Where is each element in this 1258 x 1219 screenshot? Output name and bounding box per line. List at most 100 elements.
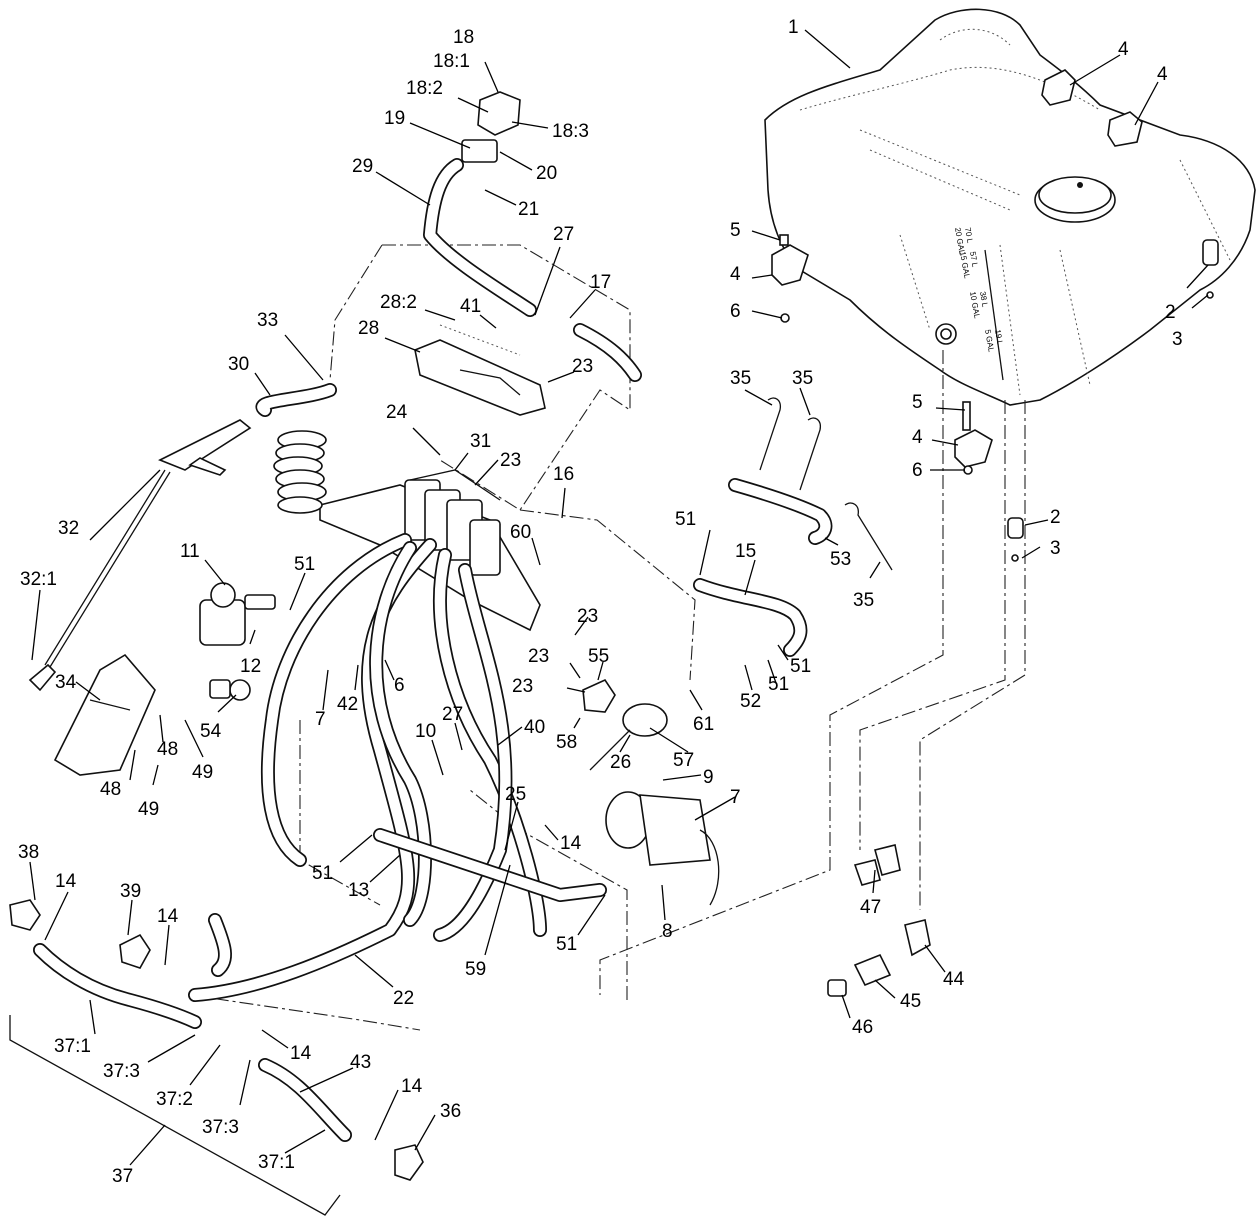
bracket-right bbox=[954, 401, 993, 475]
callout-8: 8 bbox=[662, 921, 673, 942]
callout-7: 7 bbox=[315, 709, 326, 730]
tank-mark-38l: 38 L bbox=[978, 291, 990, 308]
callout-18: 18 bbox=[453, 27, 474, 48]
callout-41: 41 bbox=[460, 296, 481, 317]
spray-tank: 20 GAL 70 L 15 GAL 57 L 10 GAL 38 L 5 GA… bbox=[764, 8, 1256, 406]
callout-3: 3 bbox=[1050, 538, 1061, 559]
accumulator-26 bbox=[589, 703, 668, 771]
callout-17: 17 bbox=[590, 272, 611, 293]
callout-42: 42 bbox=[337, 694, 358, 715]
elbow-44 bbox=[904, 919, 931, 957]
callout-labels: 1 4 4 18 18:1 18:2 18:3 19 20 21 29 5 4 … bbox=[18, 17, 1183, 1187]
callout-60: 60 bbox=[510, 522, 531, 543]
callout-10: 10 bbox=[415, 721, 436, 742]
callout-2: 2 bbox=[1050, 507, 1061, 528]
callout-4: 4 bbox=[1118, 39, 1129, 60]
callout-29: 29 bbox=[352, 156, 373, 177]
nozzle-38 bbox=[9, 899, 41, 931]
callout-32-1: 32:1 bbox=[20, 569, 57, 590]
callout-34: 34 bbox=[55, 672, 77, 693]
callout-18-3: 18:3 bbox=[552, 121, 589, 142]
callout-43: 43 bbox=[350, 1052, 371, 1073]
callout-38: 38 bbox=[18, 842, 39, 863]
callout-35: 35 bbox=[792, 368, 813, 389]
tank-bracket-top-b bbox=[1107, 111, 1143, 147]
callout-48: 48 bbox=[100, 779, 121, 800]
callout-14: 14 bbox=[290, 1043, 312, 1064]
callout-4: 4 bbox=[1157, 64, 1168, 85]
bracket-55 bbox=[582, 678, 616, 713]
callout-20: 20 bbox=[536, 163, 557, 184]
callout-23: 23 bbox=[572, 356, 593, 377]
callout-59: 59 bbox=[465, 959, 486, 980]
callout-49: 49 bbox=[192, 762, 213, 783]
callout-5: 5 bbox=[730, 220, 741, 241]
holder-34 bbox=[53, 653, 156, 776]
callout-48: 48 bbox=[157, 739, 178, 760]
fitting-45 bbox=[853, 953, 892, 987]
callout-27: 27 bbox=[442, 704, 463, 725]
callout-1: 1 bbox=[788, 17, 799, 38]
hose-routing-lines bbox=[189, 244, 1026, 1031]
tank-mark-5gal: 5 GAL bbox=[983, 329, 996, 353]
callout-4: 4 bbox=[730, 264, 741, 285]
callout-28: 28 bbox=[358, 318, 379, 339]
leader-lines bbox=[29, 29, 1209, 1166]
callout-18-1: 18:1 bbox=[433, 51, 470, 72]
tank-mark-70l: 70 L bbox=[963, 227, 975, 244]
callout-3: 3 bbox=[1172, 329, 1183, 350]
callout-37-3: 37:3 bbox=[103, 1061, 140, 1082]
callout-52: 52 bbox=[740, 691, 761, 712]
callout-27: 27 bbox=[553, 224, 574, 245]
callout-51: 51 bbox=[768, 674, 789, 695]
callout-14: 14 bbox=[55, 871, 77, 892]
callout-31: 31 bbox=[470, 431, 491, 452]
callout-55: 55 bbox=[588, 646, 609, 667]
callout-39: 39 bbox=[120, 881, 141, 902]
callout-45: 45 bbox=[900, 991, 921, 1012]
callout-58: 58 bbox=[556, 732, 577, 753]
hanger-35b bbox=[799, 417, 821, 491]
callout-28-2: 28:2 bbox=[380, 292, 417, 313]
hanger-35c bbox=[844, 502, 893, 571]
callout-37-2: 37:2 bbox=[156, 1089, 193, 1110]
callout-51: 51 bbox=[294, 554, 315, 575]
assembly-37-bracket bbox=[9, 1015, 341, 1216]
callout-23: 23 bbox=[528, 646, 549, 667]
callout-44: 44 bbox=[943, 969, 965, 990]
callout-23: 23 bbox=[512, 676, 533, 697]
callout-6: 6 bbox=[912, 460, 923, 481]
bumper-2a bbox=[1202, 239, 1219, 299]
mounting-plate-28 bbox=[414, 324, 546, 416]
coiled-hose-30 bbox=[273, 430, 327, 514]
callout-30: 30 bbox=[228, 354, 249, 375]
callout-2: 2 bbox=[1165, 302, 1176, 323]
tank-mark-19l: 19 L bbox=[993, 329, 1005, 346]
callout-23: 23 bbox=[577, 606, 598, 627]
callout-51: 51 bbox=[312, 863, 333, 884]
callout-32: 32 bbox=[58, 518, 79, 539]
nozzle-36 bbox=[394, 1144, 424, 1181]
plug-46 bbox=[827, 979, 847, 997]
callout-18-2: 18:2 bbox=[406, 78, 443, 99]
bumper-2b bbox=[1007, 517, 1024, 562]
hose-set bbox=[33, 158, 833, 1142]
callout-51: 51 bbox=[556, 934, 577, 955]
fitting-54 bbox=[209, 679, 251, 701]
callout-9: 9 bbox=[703, 767, 714, 788]
callout-7: 7 bbox=[730, 787, 741, 808]
elbow-47 bbox=[853, 844, 901, 886]
callout-49: 49 bbox=[138, 799, 159, 820]
callout-5: 5 bbox=[912, 392, 923, 413]
callout-14: 14 bbox=[401, 1076, 423, 1097]
valve-18 bbox=[461, 91, 521, 163]
spray-gun-32 bbox=[28, 419, 252, 692]
valve-11 bbox=[199, 582, 276, 646]
callout-51: 51 bbox=[675, 509, 696, 530]
callout-61: 61 bbox=[693, 714, 714, 735]
hanger-35a bbox=[759, 397, 781, 471]
callout-16: 16 bbox=[553, 464, 574, 485]
callout-11: 11 bbox=[180, 541, 200, 562]
callout-37-3: 37:3 bbox=[202, 1117, 239, 1138]
callout-25: 25 bbox=[505, 784, 526, 805]
